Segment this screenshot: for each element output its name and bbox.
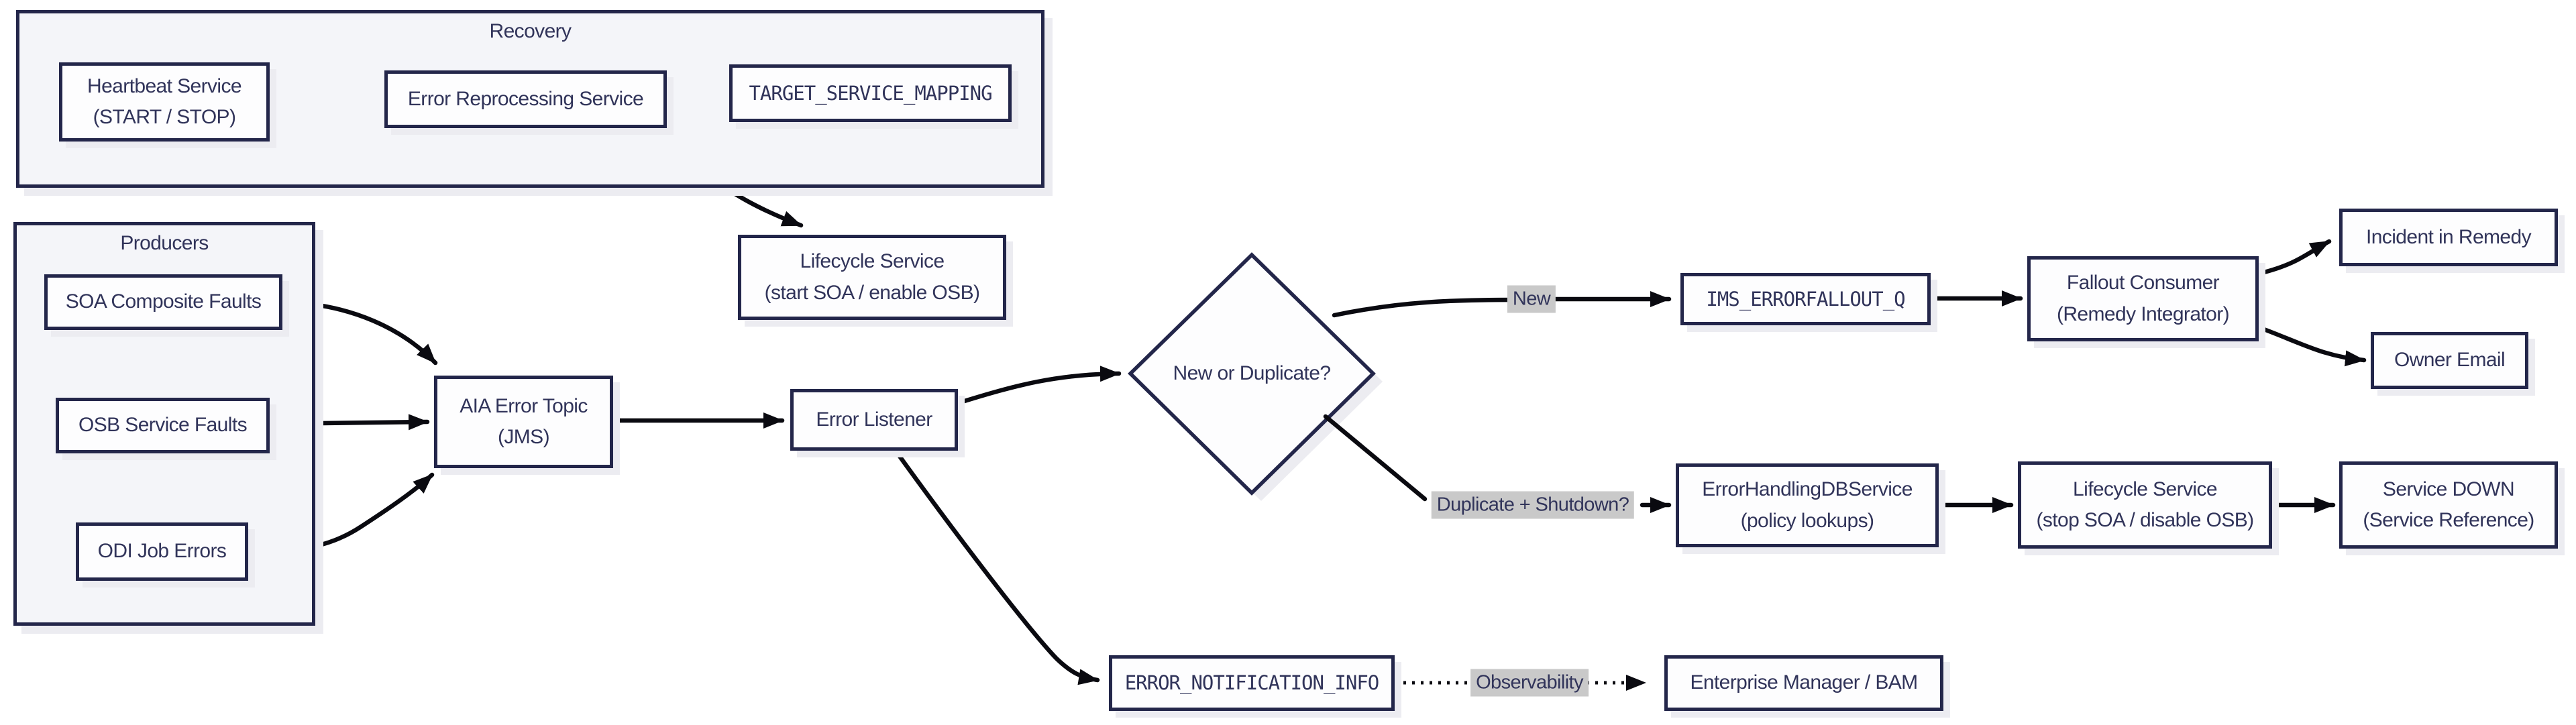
node-fallout-consumer: Fallout Consumer (Remedy Integrator) — [2027, 256, 2259, 341]
node-aia-error-topic: AIA Error Topic (JMS) — [434, 376, 613, 468]
node-lifecycle-service-start: Lifecycle Service (start SOA / enable OS… — [738, 235, 1006, 320]
node-service-down-label: Service DOWN (Service Reference) — [2363, 478, 2534, 532]
node-osb-service-faults-label: OSB Service Faults — [78, 414, 248, 437]
node-service-down: Service DOWN (Service Reference) — [2339, 461, 2558, 549]
edge-decision-to-new-label — [1332, 297, 1520, 318]
node-heartbeat-service-label: Heartbeat Service (START / STOP) — [87, 74, 242, 129]
node-incident-in-remedy: Incident in Remedy — [2339, 209, 2558, 266]
node-soa-composite-faults-label: SOA Composite Faults — [65, 290, 262, 313]
node-errorhandling-db-service-label: ErrorHandlingDBService (policy lookups) — [1702, 478, 1913, 532]
node-decision-label: New or Duplicate? — [1173, 361, 1332, 384]
node-error-listener: Error Listener — [790, 389, 958, 451]
node-enterprise-manager-bam: Enterprise Manager / BAM — [1664, 655, 1943, 711]
node-error-notification-info-label: ERROR_NOTIFICATION_INFO — [1124, 671, 1380, 695]
node-lifecycle-service-start-label: Lifecycle Service (start SOA / enable OS… — [764, 250, 980, 304]
node-lifecycle-service-stop-label: Lifecycle Service (stop SOA / disable OS… — [2036, 478, 2254, 532]
node-odi-job-errors-label: ODI Job Errors — [97, 540, 227, 563]
node-target-service-mapping-label: TARGET_SERVICE_MAPPING — [749, 81, 992, 105]
node-fallout-consumer-label: Fallout Consumer (Remedy Integrator) — [2056, 272, 2230, 325]
node-ims-errorfallout-q-label: IMS_ERRORFALLOUT_Q — [1706, 287, 1905, 311]
node-aia-error-topic-label: AIA Error Topic (JMS) — [460, 394, 588, 449]
node-error-reprocessing-service: Error Reprocessing Service — [384, 70, 667, 128]
edge-listener-to-decision — [955, 366, 1122, 406]
edge-label-new: New — [1507, 285, 1556, 313]
edge-fallout-to-incident — [2256, 239, 2332, 276]
node-error-listener-label: Error Listener — [816, 408, 932, 431]
group-producers-title: Producers — [120, 232, 209, 254]
node-enterprise-manager-bam-label: Enterprise Manager / BAM — [1690, 671, 1918, 694]
node-target-service-mapping: TARGET_SERVICE_MAPPING — [729, 64, 1012, 122]
node-odi-job-errors: ODI Job Errors — [76, 522, 248, 581]
edge-listener-to-error-notification — [893, 448, 1100, 685]
node-soa-composite-faults: SOA Composite Faults — [44, 274, 282, 330]
node-error-reprocessing-service-label: Error Reprocessing Service — [407, 87, 644, 110]
node-decision-label-wrap: New or Duplicate? — [1144, 353, 1359, 394]
edge-decision-to-duplicate-label — [1323, 414, 1428, 502]
node-lifecycle-service-stop: Lifecycle Service (stop SOA / disable OS… — [2018, 461, 2272, 549]
node-osb-service-faults: OSB Service Faults — [56, 398, 270, 453]
edge-fallout-to-owner-email — [2256, 325, 2367, 367]
node-heartbeat-service: Heartbeat Service (START / STOP) — [59, 62, 270, 142]
edge-label-duplicate-shutdown: Duplicate + Shutdown? — [1431, 491, 1635, 519]
node-errorhandling-db-service: ErrorHandlingDBService (policy lookups) — [1676, 463, 1939, 547]
node-incident-in-remedy-label: Incident in Remedy — [2365, 225, 2532, 248]
node-owner-email: Owner Email — [2371, 332, 2528, 389]
node-ims-errorfallout-q: IMS_ERRORFALLOUT_Q — [1680, 273, 1931, 325]
edge-label-observability: Observability — [1470, 669, 1589, 697]
node-error-notification-info: ERROR_NOTIFICATION_INFO — [1109, 655, 1395, 711]
node-owner-email-label: Owner Email — [2394, 349, 2506, 372]
decision-diamond — [1128, 252, 1376, 496]
group-recovery-title: Recovery — [489, 20, 572, 42]
